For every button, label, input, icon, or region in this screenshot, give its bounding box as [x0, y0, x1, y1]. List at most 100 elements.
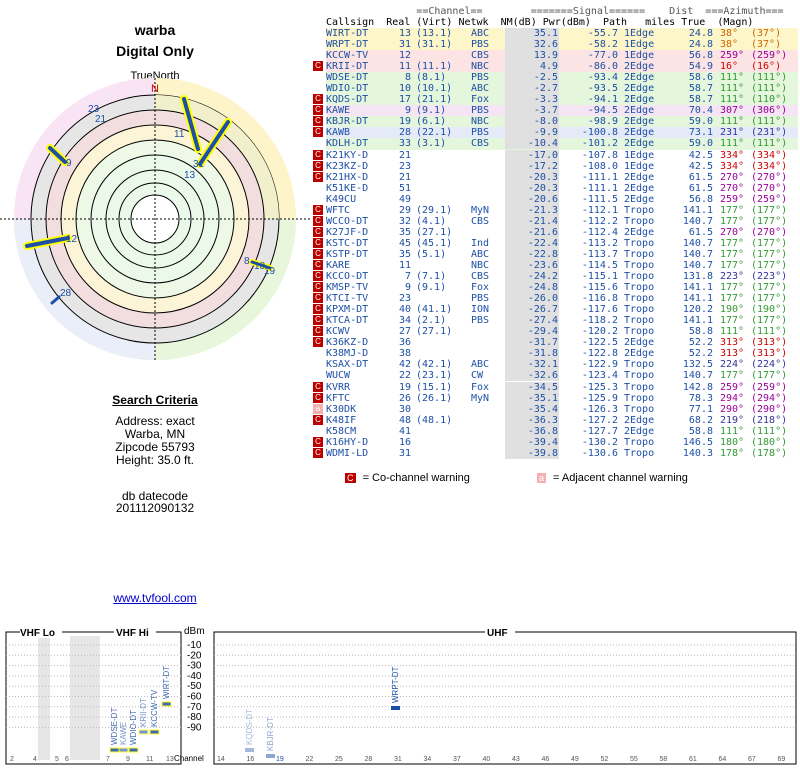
db-tick: -40	[187, 671, 202, 682]
cell-path: 2Edge	[624, 348, 655, 360]
cell-real: 8	[404, 72, 411, 84]
co-channel-warning-icon: C	[313, 259, 323, 270]
cell-path: 2Edge	[624, 425, 655, 437]
cell-real: 16	[398, 436, 411, 448]
cell-path: Tropo	[624, 370, 655, 382]
cell-network: CBS	[471, 50, 490, 62]
cell-network: PBS	[471, 39, 490, 51]
cell-real: 48	[398, 414, 411, 426]
cell-pwr: -115.6	[581, 282, 618, 294]
cell-dist: 146.5	[682, 436, 713, 448]
cell-dist: 61.5	[688, 182, 713, 194]
cell-az-magn: (111°)	[751, 425, 788, 437]
cell-callsign: WCCO-DT	[326, 215, 369, 227]
spectrum-station-label: KQDS-DT	[245, 709, 254, 745]
cell-dist: 140.7	[682, 259, 713, 271]
spectrum-bar	[109, 747, 120, 753]
cell-nm: 4.9	[539, 61, 558, 73]
cell-path: 1Edge	[624, 39, 655, 51]
cell-callsign: WDSE-DT	[326, 72, 369, 84]
spectrum-bar	[266, 754, 275, 758]
cell-dist: 141.1	[682, 282, 713, 294]
channel-tick: 61	[689, 756, 697, 763]
cell-pwr: -107.8	[581, 149, 618, 161]
cell-nm: -26.0	[527, 293, 558, 305]
cell-network: Fox	[471, 381, 490, 393]
cell-virt: (31.1)	[416, 39, 453, 51]
cell-callsign: KTCI-TV	[326, 293, 369, 305]
cell-nm: -22.4	[527, 237, 558, 249]
cell-az-true: 334°	[720, 160, 745, 172]
co-channel-warning-icon: C	[313, 226, 323, 237]
cell-dist: 132.5	[682, 359, 713, 371]
cell-nm: 13.9	[533, 50, 558, 62]
cell-nm: -22.8	[527, 248, 558, 260]
cell-nm: -23.6	[527, 259, 558, 271]
cell-pwr: -111.1	[581, 171, 618, 183]
tvfool-link[interactable]: www.tvfool.com	[113, 591, 197, 605]
cell-callsign: K23KZ-D	[326, 160, 369, 172]
cell-real: 21	[398, 149, 411, 161]
cell-az-true: 223°	[720, 271, 745, 283]
cell-dist: 61.5	[688, 171, 713, 183]
cell-az-magn: (231°)	[751, 127, 788, 139]
cell-callsign: K16HY-D	[326, 436, 369, 448]
cell-real: 40	[398, 304, 411, 316]
cell-nm: -17.0	[527, 149, 558, 161]
cell-callsign: KARE	[326, 259, 351, 271]
cell-nm: -2.7	[533, 83, 558, 95]
cell-pwr: -116.8	[581, 293, 618, 305]
cell-az-true: 270°	[720, 182, 745, 194]
cell-pwr: -122.8	[581, 348, 618, 360]
cell-network: CBS	[471, 138, 490, 150]
db-tick: -90	[187, 722, 202, 733]
cell-network: PBS	[471, 293, 490, 305]
cell-callsign: KAWE	[326, 105, 351, 117]
cell-real: 28	[398, 127, 411, 139]
cell-pwr: -127.2	[581, 414, 618, 426]
cell-az-true: 334°	[720, 149, 745, 161]
table-header-2: Callsign Real (Virt) Netwk NM(dB) Pwr(dB…	[326, 17, 754, 28]
cell-pwr: -112.4	[581, 226, 618, 238]
cell-network: CW	[471, 370, 484, 382]
cell-real: 45	[398, 237, 411, 249]
spectrum-station-label: KAWE	[119, 722, 128, 745]
cell-virt: (13.1)	[416, 28, 453, 39]
cell-dist: 140.7	[682, 248, 713, 260]
cell-pwr: -58.2	[587, 39, 618, 51]
cell-dist: 141.1	[682, 315, 713, 327]
cell-pwr: -93.5	[587, 83, 618, 95]
cell-nm: -39.4	[527, 436, 558, 448]
cell-pwr: -130.6	[581, 447, 618, 459]
cell-virt: (29.1)	[416, 204, 453, 216]
cell-network: NBC	[471, 116, 490, 128]
cell-az-magn: (259°)	[751, 50, 788, 62]
cell-nm: -26.7	[527, 304, 558, 316]
svg-text:23: 23	[88, 104, 100, 115]
cell-real: 36	[398, 337, 411, 349]
co-channel-warning-icon: C	[313, 282, 323, 293]
cell-virt: (8.1)	[416, 72, 447, 84]
cell-az-magn: (111°)	[751, 72, 788, 84]
cell-nm: -36.3	[527, 414, 558, 426]
cell-callsign: K21KY-D	[326, 149, 369, 161]
db-tick: -10	[187, 640, 202, 651]
cell-real: 26	[398, 392, 411, 404]
cell-pwr: -77.0	[587, 50, 618, 62]
cell-az-true: 270°	[720, 171, 745, 183]
cell-callsign: WDIO-DT	[326, 83, 369, 95]
co-channel-warning-icon: C	[313, 160, 323, 171]
channel-tick: 14	[217, 756, 225, 763]
cell-az-true: 177°	[720, 315, 745, 327]
spectrum-bar	[245, 748, 254, 752]
cell-pwr: -101.2	[581, 138, 618, 150]
cell-callsign: KCCW-TV	[326, 50, 369, 62]
